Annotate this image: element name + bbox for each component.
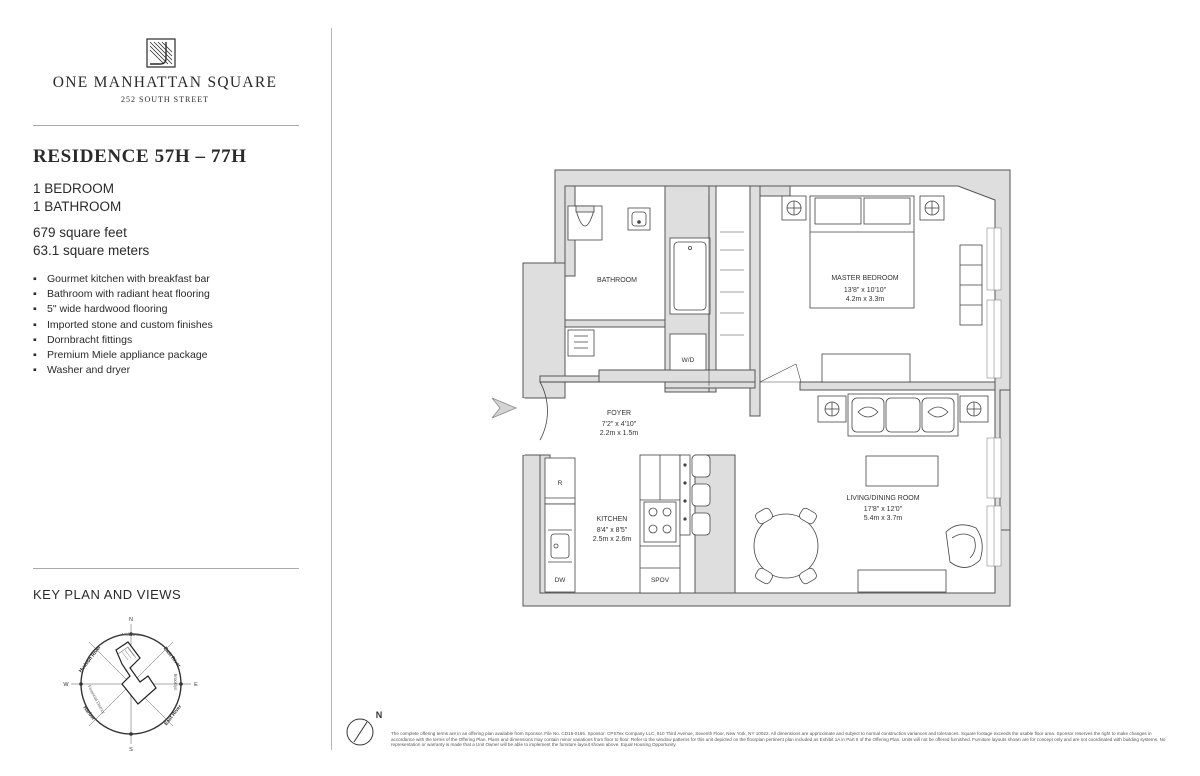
area-square-feet: 679 square feet [33, 225, 127, 240]
compass-e: E [194, 682, 198, 688]
label-dishwasher: DW [555, 577, 567, 584]
sidebar: ONE MANHATTAN SQUARE 252 SOUTH STREET RE… [0, 0, 330, 776]
compass-s: S [129, 747, 133, 752]
room-dim-m-living: 5.4m x 3.7m [864, 515, 903, 522]
feature-item: ▪Dornbracht fittings [33, 333, 133, 346]
closet-shelving [708, 195, 744, 386]
view-east-river-bottom: East River [163, 704, 183, 727]
building-footprint-icon [115, 641, 157, 705]
key-plan-title: KEY PLAN AND VIEWS [33, 587, 182, 602]
room-dim-ft-living: 17'8" x 12'0" [864, 506, 903, 513]
room-dim-ft-foyer: 7'2" x 4'10" [602, 421, 637, 428]
vertical-divider [331, 28, 332, 750]
room-name-living: LIVING/DINING ROOM [846, 495, 919, 502]
room-name-master-bedroom: MASTER BEDROOM [831, 275, 898, 282]
view-brooklyn: Brooklyn [173, 674, 178, 691]
key-plan-diagram: N E S W Hudson River East River East Riv… [63, 617, 198, 752]
room-name-bathroom: BATHROOM [597, 277, 637, 284]
bedroom-count: 1 BEDROOM [33, 181, 115, 196]
divider-rule [33, 568, 299, 569]
bedroom-furniture [781, 195, 983, 383]
feature-item: ▪Imported stone and custom finishes [33, 318, 213, 331]
brand-address: 252 SOUTH STREET [121, 95, 209, 104]
compass-w: W [63, 682, 69, 688]
kitchen [544, 454, 711, 594]
feature-item: ▪Bathroom with radiant heat flooring [33, 288, 210, 301]
room-dim-m-kitchen: 2.5m x 2.6m [593, 536, 632, 543]
room-dim-m-master-bedroom: 4.2m x 3.3m [846, 296, 885, 303]
view-midtown: Midtown [122, 632, 139, 637]
room-name-foyer: FOYER [607, 410, 631, 417]
divider-rule [33, 125, 299, 126]
bathroom-count: 1 BATHROOM [33, 199, 122, 214]
room-dim-ft-master-bedroom: 13'8" x 10'10" [844, 287, 887, 294]
legal-disclaimer: The complete offering terms are in an of… [391, 731, 1166, 748]
north-label: N [376, 710, 383, 720]
floor-plan: BATHROOM MASTER BEDROOM 13'8" x 10'10" 4… [491, 169, 1011, 607]
area-square-meters: 63.1 square meters [33, 243, 150, 258]
view-hudson-river: Hudson River [78, 645, 103, 674]
room-dim-m-foyer: 2.2m x 1.5m [600, 430, 639, 437]
windows [986, 227, 1002, 567]
logo-mark-icon [146, 38, 176, 68]
room-dim-ft-kitchen: 8'4" x 8'5" [597, 527, 628, 534]
feature-item: ▪Washer and dryer [33, 364, 131, 377]
feature-item: ▪Gourmet kitchen with breakfast bar [33, 273, 210, 285]
label-washer-dryer: W/D [682, 357, 695, 364]
label-speed-oven: SPOV [651, 577, 670, 584]
bathroom [567, 205, 711, 371]
label-refrigerator: R [558, 480, 563, 487]
residence-title: RESIDENCE 57H – 77H [33, 146, 247, 167]
living-furniture [753, 393, 989, 593]
entry-arrow-icon [491, 397, 518, 419]
view-east-river-top: East River [162, 646, 182, 669]
north-arrow-icon: N [346, 710, 383, 746]
brand-name: ONE MANHATTAN SQUARE [52, 74, 278, 91]
entry-door [521, 381, 600, 455]
compass-n: N [129, 617, 133, 623]
feature-item: ▪5" wide hardwood flooring [33, 303, 168, 316]
feature-list: ▪Gourmet kitchen with breakfast bar ▪Bat… [33, 272, 213, 378]
view-harbor: Harbor [81, 705, 96, 722]
feature-item: ▪Premium Miele appliance package [33, 348, 208, 361]
room-name-kitchen: KITCHEN [597, 516, 628, 523]
